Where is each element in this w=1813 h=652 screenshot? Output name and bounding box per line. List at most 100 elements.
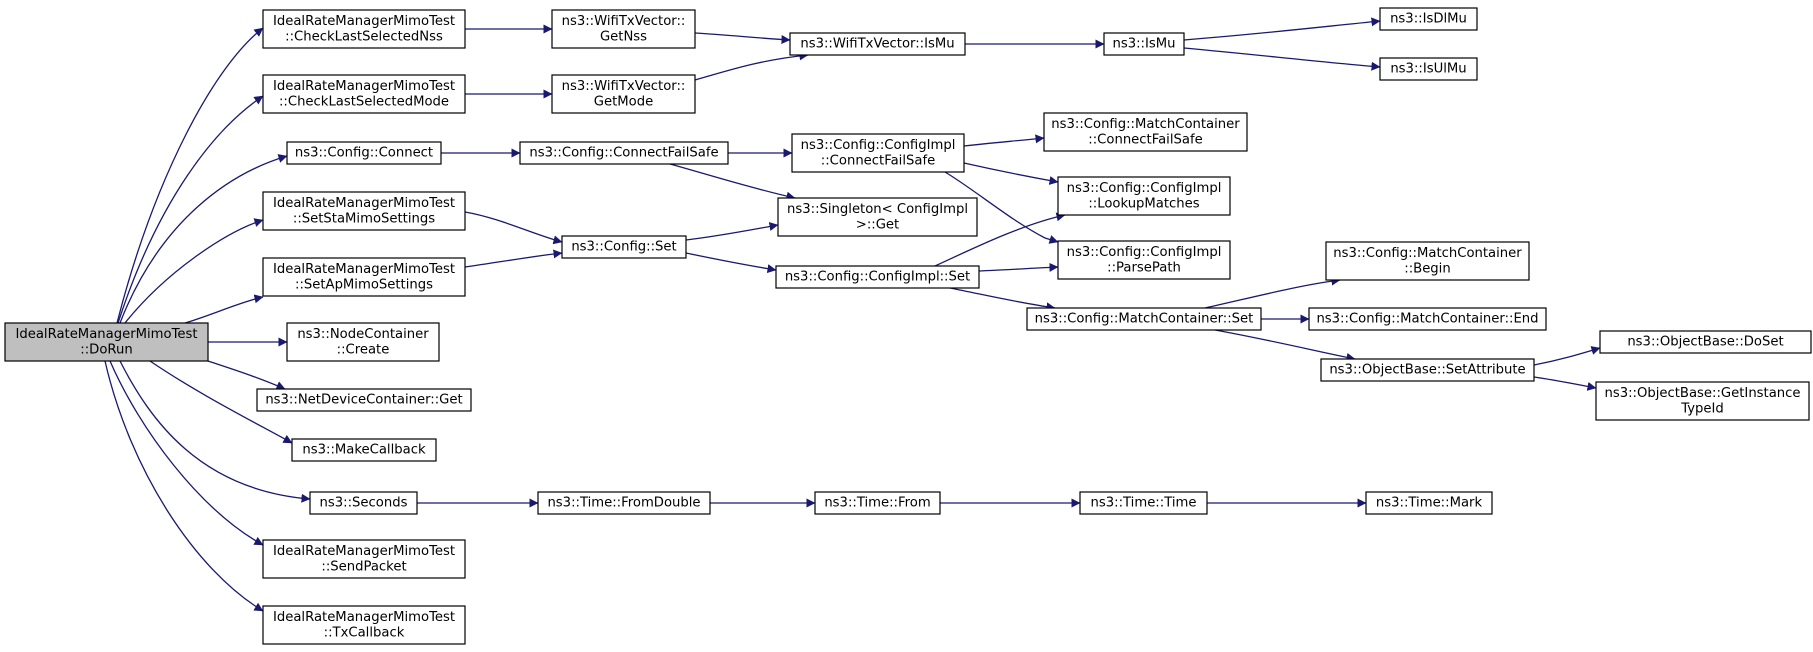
edge-line <box>104 360 264 612</box>
node-label: ns3::Time::FromDouble <box>547 496 700 511</box>
node-label: ns3::Config::ConfigImpl::Set <box>785 270 970 285</box>
node-box <box>262 74 466 114</box>
node-setAttr[interactable]: ns3::ObjectBase::SetAttribute <box>1320 358 1535 382</box>
node-lookup[interactable]: ns3::Config::ConfigImpl::LookupMatches <box>1057 176 1231 216</box>
node-label: ::DoRun <box>80 342 132 357</box>
node-timeFrom[interactable]: ns3::Time::From <box>814 491 941 515</box>
edge-implCfs-to-parsePath <box>944 171 1059 244</box>
edge-implCfs-to-mcCfs <box>963 134 1045 147</box>
edge-line <box>1204 276 1341 309</box>
node-isMu[interactable]: ns3::IsMu <box>1103 32 1185 56</box>
edge-line <box>934 212 1066 267</box>
edge-line <box>963 162 1059 185</box>
node-timeTime[interactable]: ns3::Time::Time <box>1079 491 1208 515</box>
edge-mcSet-to-setAttr <box>1214 329 1356 362</box>
node-label: >::Get <box>856 217 899 232</box>
node-getNss[interactable]: ns3::WifiTxVector::GetNss <box>551 9 696 49</box>
edge-dorun-to-makeCb <box>149 360 293 444</box>
edge-cset-to-singleton <box>685 222 779 241</box>
node-sendPacket[interactable]: IdealRateManagerMimoTest::SendPacket <box>262 539 466 579</box>
edge-line <box>949 287 1056 312</box>
edge-cset-to-implSet <box>685 252 777 274</box>
node-box <box>262 605 466 645</box>
node-label: ::ConnectFailSafe <box>1088 132 1202 147</box>
node-setAp[interactable]: IdealRateManagerMimoTest::SetApMimoSetti… <box>262 257 466 297</box>
node-mcSet[interactable]: ns3::Config::MatchContainer::Set <box>1026 307 1262 331</box>
node-mcCfs[interactable]: ns3::Config::MatchContainer::ConnectFail… <box>1043 112 1248 152</box>
node-label: ns3::Time::Mark <box>1376 496 1483 511</box>
node-box <box>291 438 437 462</box>
node-implCfs[interactable]: ns3::Config::ConfigImpl::ConnectFailSafe <box>791 133 965 173</box>
node-doSet[interactable]: ns3::ObjectBase::DoSet <box>1599 330 1812 354</box>
node-getMode[interactable]: ns3::WifiTxVector::GetMode <box>551 74 696 114</box>
node-singleton[interactable]: ns3::Singleton< ConfigImpl>::Get <box>777 197 978 237</box>
call-edges <box>104 17 1601 612</box>
node-label: ns3::Time::Time <box>1091 496 1197 511</box>
node-txCb[interactable]: IdealRateManagerMimoTest::TxCallback <box>262 605 466 645</box>
edge-line <box>978 262 1059 272</box>
edge-line <box>1214 329 1356 362</box>
function-nodes: IdealRateManagerMimoTest::DoRunIdealRate… <box>4 7 1812 645</box>
node-makeCb[interactable]: ns3::MakeCallback <box>291 438 437 462</box>
node-label: ns3::Config::ConfigImpl <box>801 138 956 153</box>
edge-line <box>1183 47 1381 71</box>
edge-setAttr-to-getTid <box>1533 376 1597 391</box>
node-isDlMu[interactable]: ns3::IsDlMu <box>1379 7 1478 31</box>
edge-isMu-to-isUlMu <box>1183 47 1381 71</box>
node-fromDouble[interactable]: ns3::Time::FromDouble <box>537 491 711 515</box>
node-box <box>561 235 687 259</box>
node-box <box>256 388 472 412</box>
edge-dorun-to-setSta <box>124 218 264 324</box>
node-mcEnd[interactable]: ns3::Config::MatchContainer::End <box>1308 307 1547 331</box>
node-cfs[interactable]: ns3::Config::ConnectFailSafe <box>519 141 729 165</box>
node-label: ns3::Singleton< ConfigImpl <box>787 202 968 217</box>
node-box <box>286 322 440 362</box>
node-label: ns3::Config::Set <box>571 240 676 255</box>
node-implSet[interactable]: ns3::Config::ConfigImpl::Set <box>775 265 980 289</box>
node-box <box>262 9 466 49</box>
node-label: ns3::NodeContainer <box>297 327 429 342</box>
node-box <box>1595 381 1810 421</box>
node-nodeCreate[interactable]: ns3::NodeContainer::Create <box>286 322 440 362</box>
edge-line <box>149 360 293 444</box>
node-cset[interactable]: ns3::Config::Set <box>561 235 687 259</box>
edge-line <box>119 154 288 324</box>
node-isUlMu[interactable]: ns3::IsUlMu <box>1379 57 1478 81</box>
node-label: IdealRateManagerMimoTest <box>273 544 455 559</box>
node-box <box>1057 240 1231 280</box>
node-label: ::CheckLastSelectedMode <box>279 94 449 109</box>
node-checkNss[interactable]: IdealRateManagerMimoTest::CheckLastSelec… <box>262 9 466 49</box>
edge-line <box>184 294 264 324</box>
edge-line <box>1183 17 1381 41</box>
node-parsePath[interactable]: ns3::Config::ConfigImpl::ParsePath <box>1057 240 1231 280</box>
node-dorun[interactable]: IdealRateManagerMimoTest::DoRun <box>4 322 209 362</box>
node-txIsMu[interactable]: ns3::WifiTxVector::IsMu <box>789 32 966 56</box>
node-box <box>1365 491 1493 515</box>
node-label: ns3::IsMu <box>1112 37 1175 52</box>
edge-dorun-to-seconds <box>119 360 311 503</box>
node-timeMark[interactable]: ns3::Time::Mark <box>1365 491 1493 515</box>
node-label: ns3::IsDlMu <box>1390 12 1467 27</box>
edge-implSet-to-lookup <box>934 212 1066 267</box>
node-netGet[interactable]: ns3::NetDeviceContainer::Get <box>256 388 472 412</box>
node-label: ns3::WifiTxVector:: <box>562 79 686 94</box>
node-box <box>1379 57 1478 81</box>
node-box <box>1308 307 1547 331</box>
edge-setSta-to-cset <box>464 211 563 245</box>
node-seconds[interactable]: ns3::Seconds <box>309 491 418 515</box>
edge-line <box>1533 346 1601 366</box>
node-setSta[interactable]: IdealRateManagerMimoTest::SetStaMimoSett… <box>262 191 466 231</box>
node-box <box>537 491 711 515</box>
node-checkMode[interactable]: IdealRateManagerMimoTest::CheckLastSelec… <box>262 74 466 114</box>
node-label: ::Begin <box>1404 261 1450 276</box>
node-connect[interactable]: ns3::Config::Connect <box>286 141 442 165</box>
node-label: ns3::Config::ConfigImpl <box>1067 181 1222 196</box>
edge-implSet-to-parsePath <box>978 262 1059 272</box>
node-box <box>775 265 980 289</box>
node-label: ns3::Config::MatchContainer::Set <box>1035 312 1254 327</box>
node-label: ::SendPacket <box>321 559 406 574</box>
node-mcBegin[interactable]: ns3::Config::MatchContainer::Begin <box>1325 241 1530 281</box>
node-label: GetMode <box>594 94 653 109</box>
edge-dorun-to-sendPacket <box>109 360 264 546</box>
